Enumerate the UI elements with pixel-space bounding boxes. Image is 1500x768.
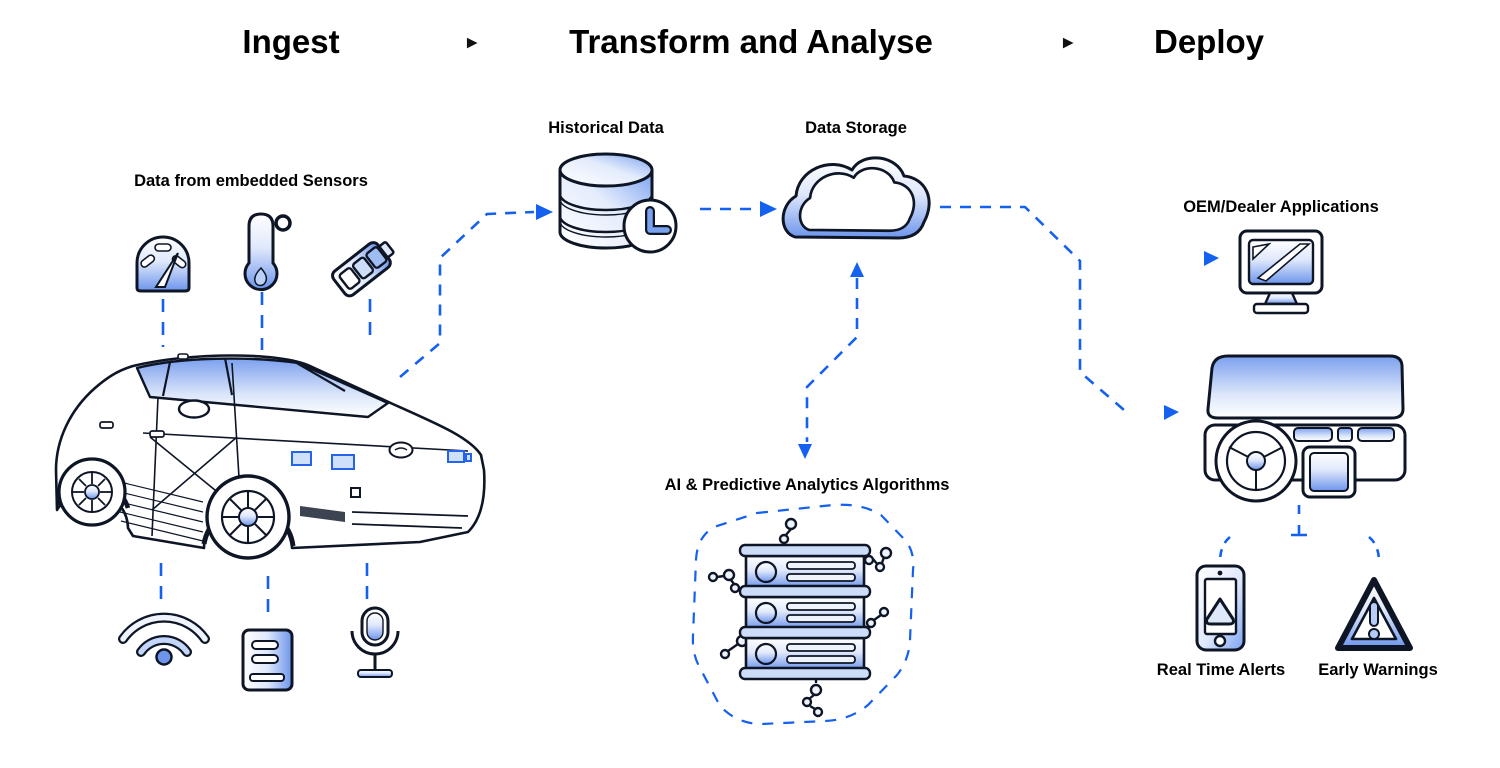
connector-storage-deploy — [940, 205, 1125, 411]
car-rear-wheel — [57, 457, 127, 527]
cloud-icon — [781, 156, 931, 240]
stage-arrow-icon: ▸ — [1063, 32, 1073, 53]
connector-branch-warnings — [1368, 535, 1381, 563]
connector-car-historical — [399, 210, 535, 378]
car-intake — [300, 506, 345, 522]
car-logo — [388, 441, 414, 459]
ai-molecules — [707, 517, 893, 718]
car-windows — [135, 357, 390, 419]
car-illustration — [54, 353, 486, 560]
speedometer-icon — [135, 235, 191, 293]
car-mirror — [177, 399, 211, 419]
early-warnings-label: Early Warnings — [1318, 661, 1438, 679]
ai-dashed-boundary — [691, 503, 915, 726]
car-rocker-slats — [119, 481, 204, 542]
ai-rack — [738, 543, 872, 681]
historical-data-label: Historical Data — [548, 119, 664, 137]
server-stack-icon — [691, 503, 915, 726]
connector-arrowheads — [536, 201, 1219, 459]
arrowhead-down-ai — [798, 444, 812, 459]
arrowhead-dashboard — [1164, 405, 1179, 420]
database-clock-icon — [558, 152, 678, 254]
stage-title-ingest: Ingest — [242, 23, 340, 60]
arrowhead-up-storage — [850, 262, 864, 277]
connector-lines — [159, 205, 1381, 620]
arrowhead-historical — [536, 204, 553, 220]
dashboard-windshield — [1206, 354, 1405, 420]
monitor-icon — [1238, 229, 1324, 315]
arrowhead-oem — [1204, 251, 1219, 266]
car-front-wheel — [205, 474, 291, 560]
wifi-icon — [118, 612, 210, 666]
connector-branch-alerts — [1218, 535, 1231, 563]
connector-dashboard-tee — [1291, 525, 1307, 537]
connector-storage-ai — [805, 278, 859, 442]
car-door-lines — [142, 362, 469, 544]
stage-title-transform: Transform and Analyse — [569, 23, 933, 60]
car-dashboard-icon — [1203, 354, 1407, 503]
car-sensor-square — [350, 487, 361, 498]
car-pixel-lamps — [291, 450, 472, 470]
stage-title-deploy: Deploy — [1153, 23, 1265, 60]
car-antenna — [177, 353, 189, 360]
real-time-alerts-label: Real Time Alerts — [1156, 661, 1286, 679]
oem-applications-label: OEM/Dealer Applications — [1183, 198, 1379, 216]
warning-triangle-icon — [1335, 577, 1413, 651]
ai-algorithms-label: AI & Predictive Analytics Algorithms — [664, 476, 950, 494]
microphone-icon — [350, 606, 400, 678]
smartphone-alert-icon — [1195, 564, 1246, 652]
arrowhead-storage — [760, 201, 777, 217]
steering-wheel — [1214, 419, 1298, 503]
data-storage-label: Data Storage — [805, 119, 907, 137]
document-icon — [241, 628, 294, 692]
sensors-label: Data from embedded Sensors — [134, 172, 368, 190]
stage-arrow-icon: ▸ — [467, 32, 477, 53]
battery-icon — [331, 241, 395, 298]
thermometer-icon — [243, 212, 292, 292]
